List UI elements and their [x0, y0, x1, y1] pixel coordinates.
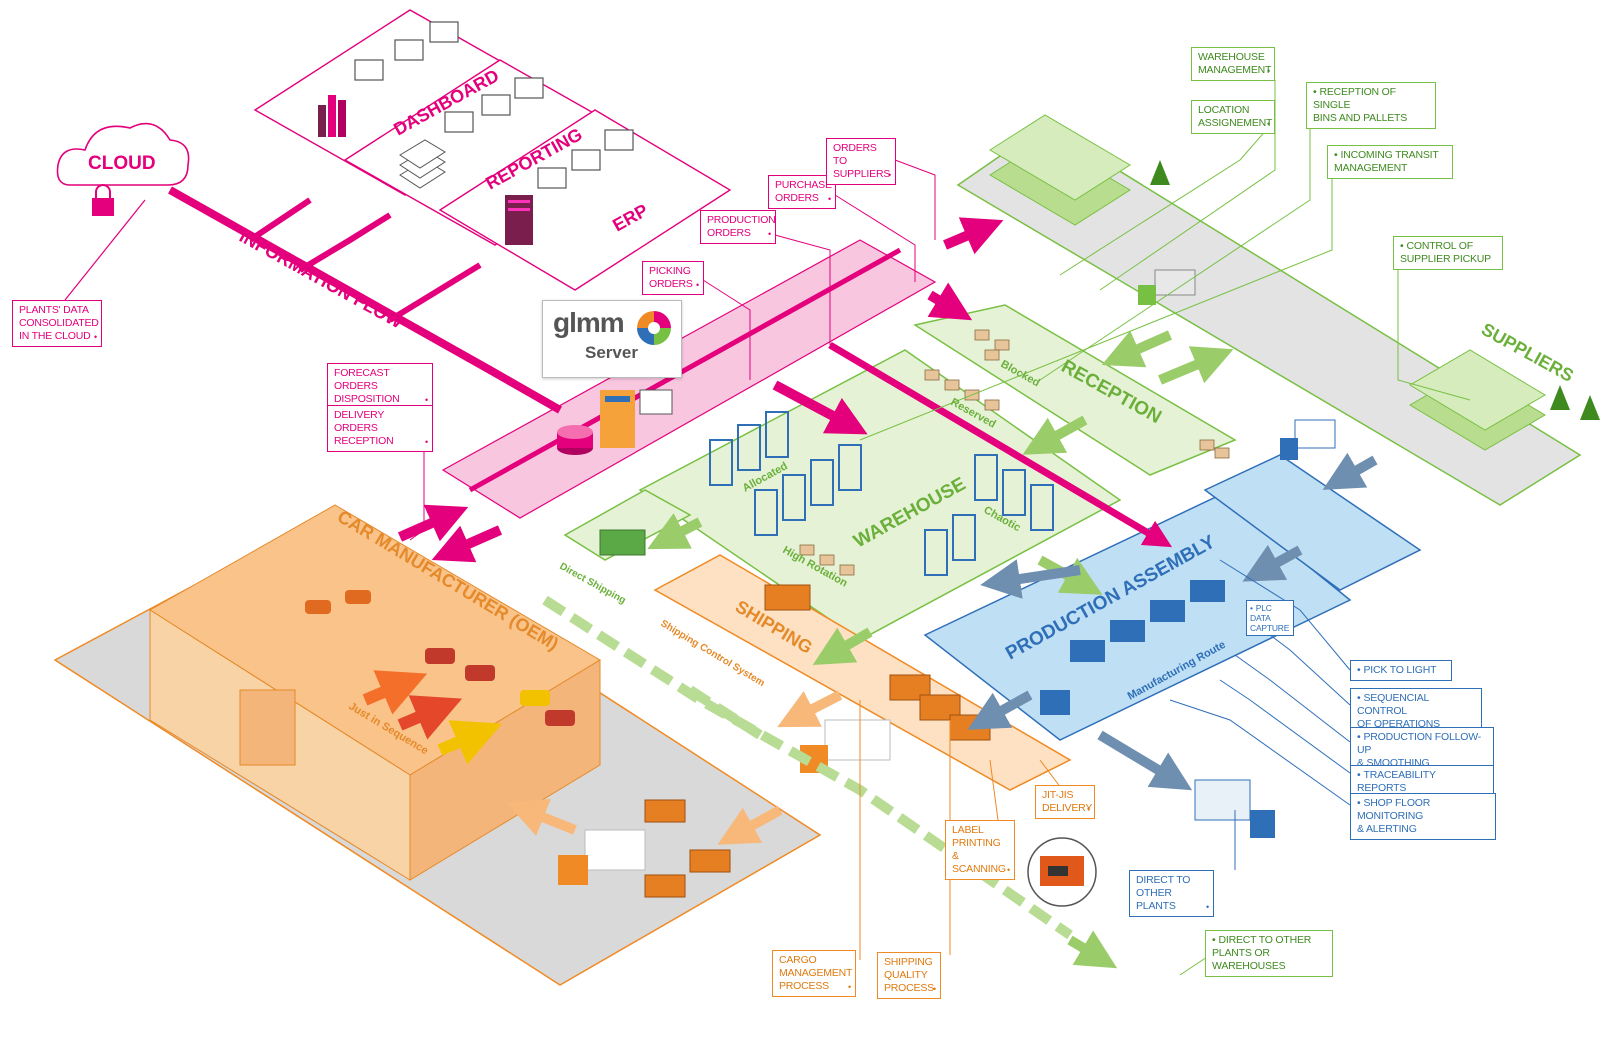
server-stack-icon [557, 389, 673, 455]
purchase-orders-callout: PURCHASE ORDERS [768, 175, 836, 209]
glimm-logo-icon [637, 311, 671, 345]
label-printing-callout: LABEL PRINTING & SCANNING [945, 820, 1015, 880]
sequence-arrows [362, 670, 503, 765]
information-flow-title: INFORMATION FLOW [236, 226, 406, 333]
blue-arrows [967, 452, 1378, 791]
shop-floor-callout: SHOP FLOOR MONITORING & ALERTING [1350, 793, 1496, 840]
jit-jis-delivery-callout: JIT-JIS DELIVERY [1035, 785, 1095, 819]
info-band-inner-line [468, 247, 902, 493]
green-arrows [647, 330, 1234, 969]
cloud-connector [64, 199, 146, 301]
direct-shipping-container [599, 529, 646, 556]
blue-truck-icon [1280, 419, 1336, 460]
orange-arrows [506, 690, 843, 845]
server-label: Server [585, 343, 638, 362]
incoming-transit-callout: INCOMING TRANSIT MANAGEMENT [1327, 145, 1453, 179]
picking-orders-callout: PICKING ORDERS [642, 261, 704, 295]
supplier-building-2 [1409, 349, 1546, 451]
supplier-truck-icon [1138, 269, 1196, 305]
monitor-icons [354, 21, 634, 189]
production-machines [1040, 580, 1225, 715]
cloud-title: CLOUD [88, 153, 156, 174]
shipping-quality-callout: SHIPPING QUALITY PROCESS [877, 952, 941, 999]
production-orders-callout: PRODUCTION ORDERS [700, 210, 776, 244]
orders-to-suppliers-callout: ORDERS TO SUPPLIERS [826, 138, 896, 185]
location-assignement-callout: LOCATION ASSIGNEMENT [1191, 100, 1275, 134]
warehouse-management-callout: WAREHOUSE MANAGEMENT [1191, 47, 1275, 81]
information-flow-line [168, 186, 562, 414]
glimm-logo: glmm [553, 307, 625, 338]
control-supplier-pickup-callout: CONTROL OF SUPPLIER PICKUP [1393, 236, 1503, 270]
delivery-orders-callout: DELIVERY ORDERS RECEPTION [327, 405, 433, 452]
dashboard-bar-icon [318, 95, 346, 137]
reporting-docs-icon [399, 139, 446, 189]
orange-containers [644, 584, 991, 898]
plants-data-callout: PLANTS' DATA CONSOLIDATED IN THE CLOUD [12, 300, 102, 347]
shipping-truck-icon [800, 719, 891, 773]
pink-arrows [397, 217, 1173, 563]
other-plants-truck-icon [1194, 779, 1275, 838]
reception-single-bins-callout: RECEPTION OF SINGLE BINS AND PALLETS [1306, 82, 1436, 129]
blue-leaders [1169, 559, 1351, 870]
oem-truck-icon [558, 829, 646, 885]
car-icons [305, 590, 575, 726]
cloud-icon [56, 122, 190, 216]
glimm-server-card: glmm Server [542, 300, 682, 378]
rack-icons [709, 411, 1054, 576]
tree-icons [1150, 160, 1600, 420]
cargo-management-callout: CARGO MANAGEMENT PROCESS [772, 950, 856, 997]
plc-data-capture-callout: PLC DATA CAPTURE [1246, 600, 1294, 636]
direct-other-plants-warehouses-callout: DIRECT TO OTHER PLANTS OR WAREHOUSES [1205, 930, 1333, 977]
erp-server-icon [505, 195, 533, 245]
supplier-building-1 [989, 114, 1131, 226]
direct-shipping-label: Direct Shipping [558, 561, 628, 606]
label-printer-icon [1027, 837, 1097, 907]
direct-other-plants-callout: DIRECT TO OTHER PLANTS [1129, 870, 1214, 917]
pick-to-light-callout: PICK TO LIGHT [1350, 660, 1452, 681]
info-branch-3 [388, 262, 482, 323]
pink-leaders [409, 159, 936, 541]
forecast-orders-callout: FORECAST ORDERS DISPOSITION [327, 363, 433, 410]
info-branch-1 [248, 197, 312, 243]
info-branch-2 [298, 212, 392, 273]
